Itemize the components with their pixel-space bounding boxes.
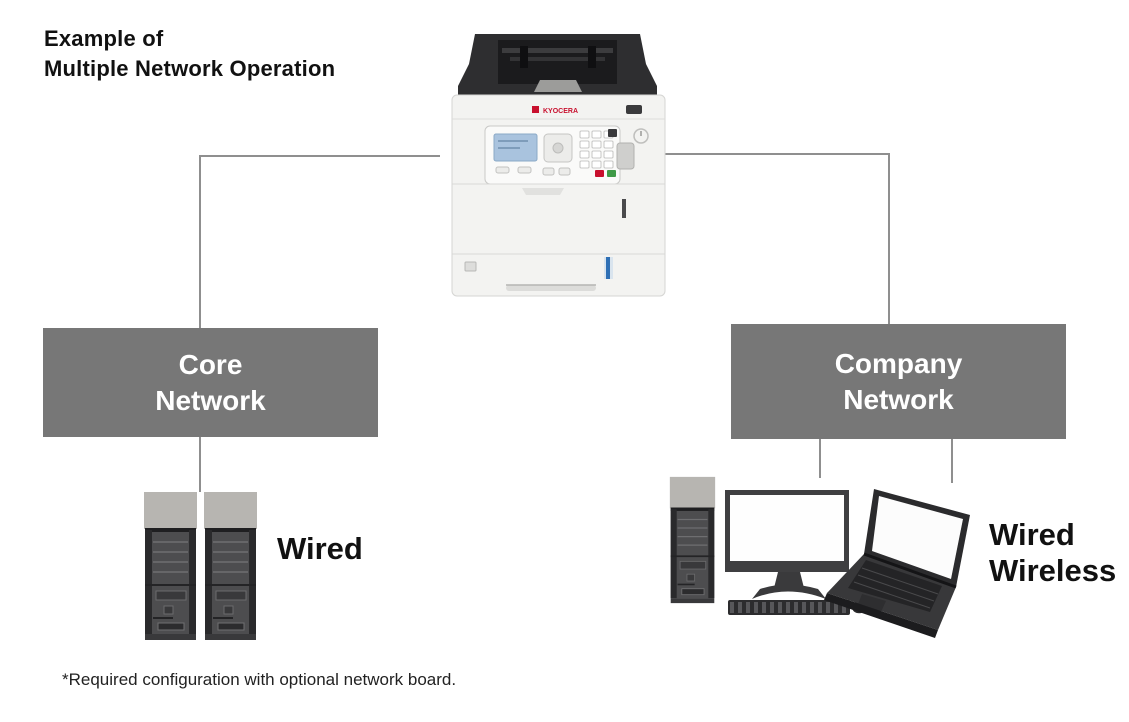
company-network-box: Company Network — [731, 324, 1066, 439]
wired-label-right: Wired — [989, 517, 1075, 552]
wired-wireless-label: Wired Wireless — [989, 517, 1116, 589]
connector-printer-to-company-horizontal — [664, 153, 890, 155]
laptop-icon — [824, 489, 970, 638]
printer-paper-gauge-icon — [606, 257, 610, 279]
connector-printer-to-core-horizontal — [199, 155, 440, 157]
footnote: *Required configuration with optional ne… — [62, 670, 457, 689]
connector-printer-to-core-vertical — [199, 155, 201, 328]
printer-badge-icon — [626, 105, 642, 114]
brand-logo-mark-icon — [532, 106, 539, 113]
company-network-label-line2: Network — [843, 383, 954, 415]
page-title: Example of Multiple Network Operation — [44, 24, 335, 84]
server-tower-icon — [143, 492, 198, 640]
desktop-tower-icon — [669, 473, 716, 607]
printer-start-key-icon — [607, 170, 616, 177]
connector-core-to-servers — [199, 437, 201, 492]
server-tower-icon — [203, 492, 258, 640]
connector-company-to-desktop — [819, 438, 821, 478]
printer-keypad — [579, 130, 614, 169]
page-title-line2: Multiple Network Operation — [44, 56, 336, 81]
printer-illustration: KYOCERA — [451, 34, 666, 297]
brand-logo-text: KYOCERA — [543, 108, 578, 115]
core-network-box: Core Network — [43, 328, 378, 437]
connector-company-to-laptop — [951, 438, 953, 483]
company-network-label-line1: Company — [834, 347, 963, 379]
printer-power-button-icon — [633, 128, 649, 144]
wireless-label-right: Wireless — [989, 553, 1117, 588]
connector-printer-to-company-vertical — [888, 153, 890, 325]
page-title-line1: Example of — [44, 26, 164, 51]
monitor-icon — [725, 490, 849, 599]
core-network-label-line2: Network — [155, 384, 266, 416]
wired-label: Wired — [277, 531, 363, 566]
core-network-label-line1: Core — [178, 348, 243, 380]
printer-stop-key-icon — [595, 170, 604, 177]
